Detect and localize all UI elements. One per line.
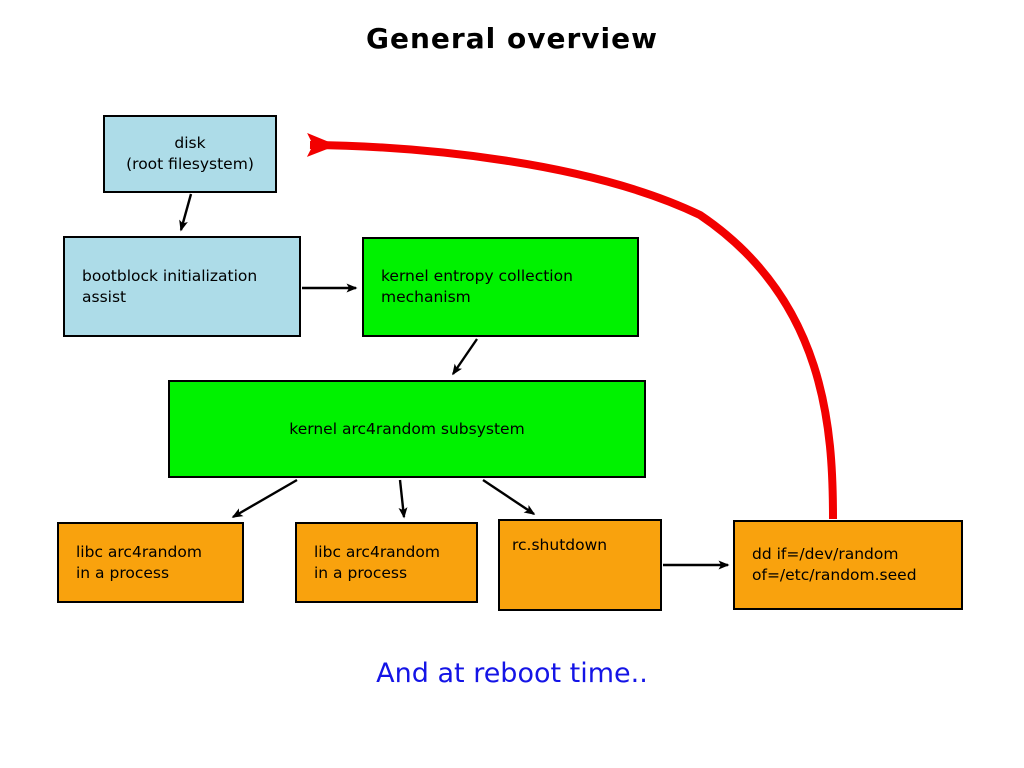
edge-arc4random-to-rcshutdown xyxy=(482,479,536,515)
edge-arc4random-to-libc1 xyxy=(231,478,298,519)
node-libc1-label: libc arc4random in a process xyxy=(76,542,202,582)
node-libc2-label: libc arc4random in a process xyxy=(314,542,440,582)
node-rc-shutdown[interactable]: rc.shutdown xyxy=(498,519,662,611)
node-rcshutdown-label: rc.shutdown xyxy=(512,536,608,554)
node-libc-arc4random-process-2[interactable]: libc arc4random in a process xyxy=(295,522,478,603)
node-entropy-label: kernel entropy collection mechanism xyxy=(381,267,573,306)
page-title: General overview xyxy=(366,22,658,55)
node-kernel-arc4random-subsystem[interactable]: kernel arc4random subsystem xyxy=(168,380,646,478)
node-libc-arc4random-process-1[interactable]: libc arc4random in a process xyxy=(57,522,244,603)
node-bootblock-initialization-assist[interactable]: bootblock initialization assist xyxy=(63,236,301,337)
node-kernel-entropy-collection-mechanism[interactable]: kernel entropy collection mechanism xyxy=(362,237,639,337)
reboot-note: And at reboot time.. xyxy=(376,658,648,689)
node-bootblock-label: bootblock initialization assist xyxy=(82,266,258,306)
edge-entropy-to-arc4random xyxy=(452,338,478,376)
node-arc4random-label: kernel arc4random subsystem xyxy=(289,419,525,438)
node-disk[interactable]: disk (root filesystem) xyxy=(103,115,277,193)
edge-arc4random-to-libc2 xyxy=(398,479,408,519)
node-dd-random-seed[interactable]: dd if=/dev/random of=/etc/random.seed xyxy=(733,520,963,610)
node-disk-label: disk (root filesystem) xyxy=(126,134,254,173)
node-ddseed-label: dd if=/dev/random of=/etc/random.seed xyxy=(752,545,917,584)
edge-disk-to-bootblock xyxy=(179,193,193,232)
